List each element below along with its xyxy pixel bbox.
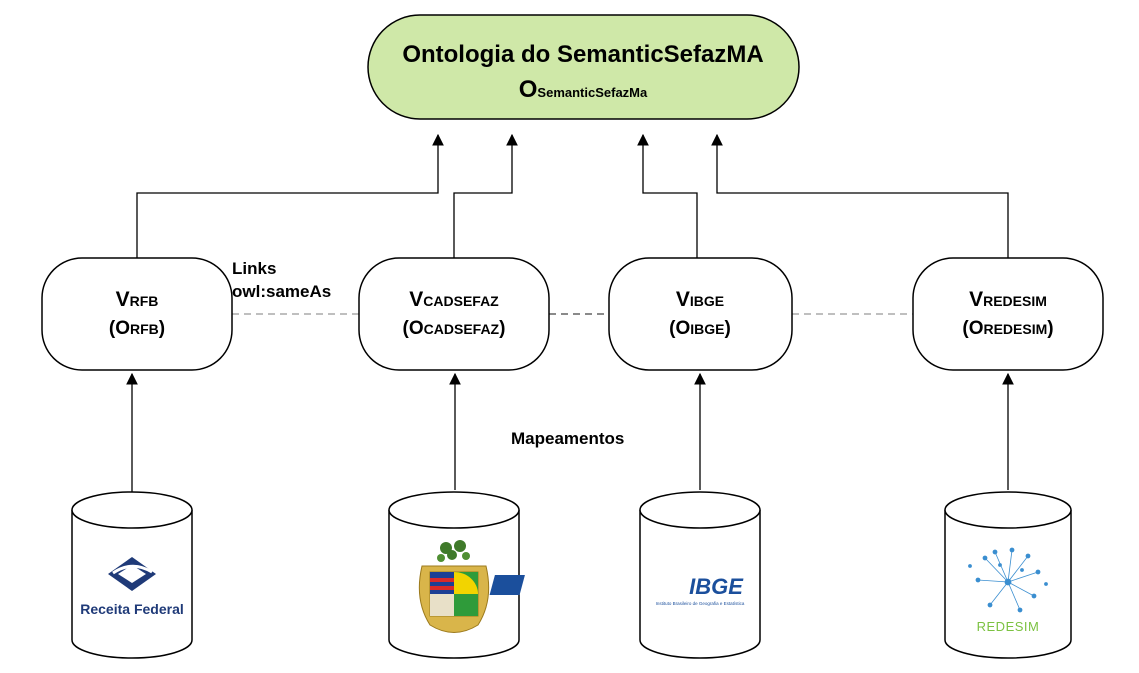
connector-rfb-ontology bbox=[136, 133, 444, 258]
ontology-node: Ontologia do SemanticSefazMA OSemanticSe… bbox=[367, 14, 800, 120]
ibge-subtitle: Instituto Brasileiro de Geografia e Esta… bbox=[656, 601, 745, 606]
view-node-redesim: VREDESIM (OREDESIM) bbox=[912, 257, 1104, 371]
view-rfb-o: (ORFB) bbox=[109, 318, 165, 339]
maranhao-coat-of-arms-logo bbox=[418, 540, 490, 633]
view-to-ontology-connectors bbox=[136, 133, 1009, 258]
connector-redesim-ontology bbox=[711, 133, 1009, 258]
ontology-title: Ontologia do SemanticSefazMA bbox=[402, 41, 763, 68]
database-cadsefaz bbox=[388, 491, 520, 659]
ibge-logo: IBGE Instituto Brasileiro de Geografia e… bbox=[489, 574, 745, 606]
view-node-cadsefaz-shape bbox=[358, 257, 550, 371]
connector-ibge-ontology bbox=[637, 133, 698, 258]
view-ibge-v: VIBGE bbox=[676, 288, 724, 311]
database-rfb: Receita Federal bbox=[71, 491, 193, 659]
receita-federal-text: Receita Federal bbox=[80, 601, 184, 617]
view-redesim-v: VREDESIM bbox=[969, 288, 1047, 311]
database-redesim: REDESIM bbox=[944, 491, 1072, 659]
ontology-symbol: OSemanticSefazMa bbox=[519, 76, 648, 103]
view-node-rfb: VRFB (ORFB) bbox=[41, 257, 233, 371]
view-node-ibge: VIBGE (OIBGE) bbox=[608, 257, 793, 371]
receita-federal-logo: Receita Federal bbox=[80, 557, 184, 617]
database-ibge: IBGE Instituto Brasileiro de Geografia e… bbox=[489, 491, 761, 659]
connector-cadsefaz-ontology bbox=[453, 133, 518, 258]
links-label-line2: owl:sameAs bbox=[232, 282, 331, 301]
view-redesim-o: (OREDESIM) bbox=[962, 318, 1053, 339]
view-node-rfb-shape bbox=[41, 257, 233, 371]
links-label-line1: Links bbox=[232, 259, 276, 278]
mapeamentos-label: Mapeamentos bbox=[511, 429, 624, 448]
redesim-text: REDESIM bbox=[977, 619, 1040, 634]
view-ibge-o: (OIBGE) bbox=[669, 318, 731, 339]
view-node-cadsefaz: VCADSEFAZ (OCADSEFAZ) bbox=[358, 257, 550, 371]
view-rfb-v: VRFB bbox=[116, 288, 159, 311]
view-cadsefaz-o: (OCADSEFAZ) bbox=[403, 318, 506, 339]
ibge-text: IBGE bbox=[689, 574, 744, 599]
view-node-redesim-shape bbox=[912, 257, 1104, 371]
mapping-arrows bbox=[126, 372, 1014, 492]
view-node-ibge-shape bbox=[608, 257, 793, 371]
view-cadsefaz-v: VCADSEFAZ bbox=[409, 288, 499, 311]
ontology-node-shape bbox=[367, 14, 800, 120]
redesim-logo bbox=[968, 547, 1048, 613]
